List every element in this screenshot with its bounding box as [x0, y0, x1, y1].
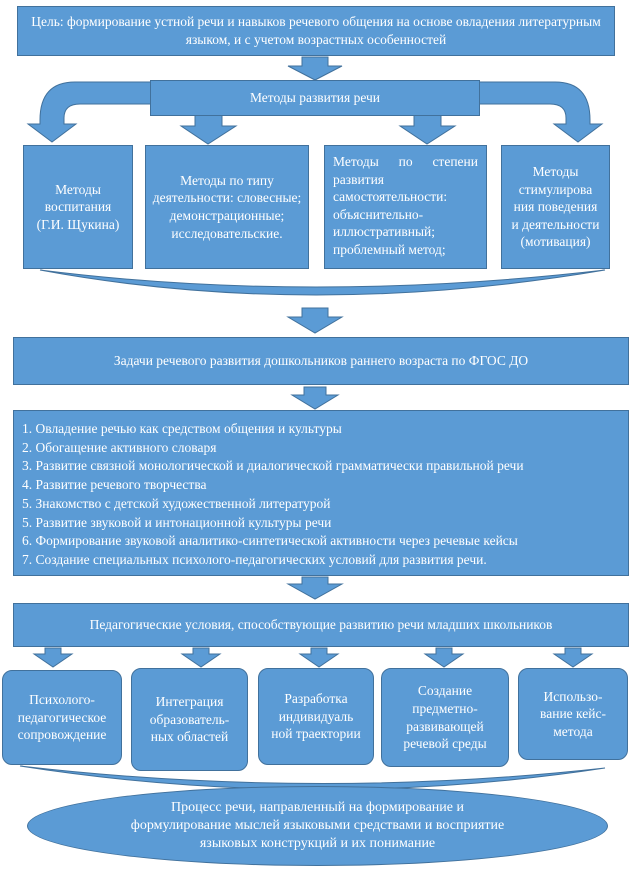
task-item: 5. Знакомство с детской художественной л… — [22, 495, 331, 511]
condition-text-1: Психолого-педагогическое сопровождение — [17, 692, 107, 743]
arrow-methods-band — [39, 269, 606, 296]
arrow-methods-to-method1 — [26, 81, 153, 143]
arrow-methods-to-method4 — [477, 81, 604, 143]
task-item: 3. Развитие связной монологической и диа… — [22, 458, 524, 474]
method-box-1: Методы воспитания (Г.И. Щукина) — [23, 145, 133, 269]
condition-box-1: Психолого-педагогическое сопровождение — [2, 670, 122, 765]
condition-text-5: Использо-вание кейс-метода — [540, 688, 606, 739]
goal-box: Цель: формирование устной речи и навыков… — [17, 6, 615, 56]
arrow-band-to-tasks — [286, 307, 344, 334]
condition-box-3: Разработка индивидуаль ной траектории — [258, 668, 374, 765]
process-ellipse: Процесс речи, направленный на формирован… — [27, 786, 608, 866]
arrow-methods-to-method2 — [179, 114, 238, 145]
arrow-methods-to-method3 — [398, 114, 457, 145]
methods-title-box: Методы развития речи — [150, 80, 480, 116]
arrow-conditions-to-c3 — [298, 647, 340, 668]
task-item: 6. Формирование звуковой аналитико-синте… — [22, 533, 518, 549]
arrow-conditions-to-c1 — [32, 647, 74, 668]
conditions-title-box: Педагогические условия, способствующие р… — [13, 603, 629, 647]
conditions-title: Педагогические условия, способствующие р… — [89, 617, 553, 633]
goal-text: Цель: формирование устной речи и навыков… — [31, 14, 601, 47]
method-text-2: Методы по типу деятельности: словесные; … — [152, 172, 302, 241]
condition-text-4: Создание предметно-развивающей речевой с… — [403, 683, 487, 752]
condition-text-2: Интеграция образователь-ных областей — [149, 694, 230, 745]
task-item: 4. Развитие речевого творчества — [22, 477, 207, 493]
method-text-3: Методы по степени развития самостоятельн… — [333, 154, 478, 257]
condition-box-4: Создание предметно-развивающей речевой с… — [381, 668, 509, 767]
arrow-conditions-to-c5 — [552, 647, 594, 668]
method-text-4: Методы стимулирова ния поведения и деяте… — [511, 164, 600, 250]
method-box-3: Методы по степени развития самостоятельн… — [324, 145, 487, 269]
arrow-goal-to-methods — [287, 56, 343, 81]
method-text-1: Методы воспитания (Г.И. Щукина) — [36, 181, 120, 232]
arrow-conditions-to-c2 — [180, 647, 222, 668]
process-text: Процесс речи, направленный на формирован… — [130, 800, 505, 852]
method-box-4: Методы стимулирова ния поведения и деяте… — [501, 145, 610, 269]
methods-title: Методы развития речи — [249, 90, 381, 106]
arrow-list-to-conditions — [286, 576, 344, 600]
condition-box-5: Использо-вание кейс-метода — [518, 668, 628, 760]
task-item: 2. Обогащение активного словаря — [22, 439, 217, 455]
method-box-2: Методы по типу деятельности: словесные; … — [145, 145, 309, 269]
task-item: 5. Развитие звуковой и интонационной кул… — [22, 514, 332, 530]
condition-text-3: Разработка индивидуаль ной траектории — [271, 691, 361, 742]
tasks-list: 1. Овладение речью как средством общения… — [13, 410, 629, 576]
task-item: 1. Овладение речью как средством общения… — [22, 421, 342, 436]
arrow-conditions-band — [19, 765, 606, 791]
task-item: 7. Создание специальных психолого-педаго… — [22, 551, 487, 567]
tasks-title: Задачи речевого развития дошкольников ра… — [113, 353, 529, 369]
condition-box-2: Интеграция образователь-ных областей — [131, 668, 248, 771]
arrow-tasks-to-list — [290, 386, 340, 410]
tasks-title-box: Задачи речевого развития дошкольников ра… — [13, 337, 629, 385]
arrow-conditions-to-c4 — [423, 647, 465, 668]
